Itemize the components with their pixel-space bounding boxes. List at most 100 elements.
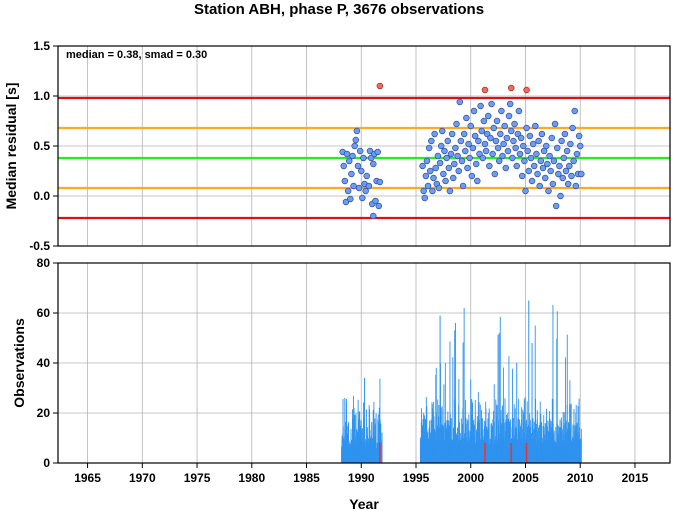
residual-point (498, 107, 505, 115)
residual-point (553, 144, 561, 152)
residual-point (530, 162, 538, 170)
residual-y-tick-label: 0.0 (33, 189, 50, 203)
residual-y-tick-label: 1.0 (33, 89, 50, 103)
x-tick-label: 1975 (184, 471, 211, 485)
residual-point (523, 124, 530, 132)
residual-y-ticks: -0.50.00.51.01.5 (29, 39, 58, 253)
residual-point (505, 112, 513, 120)
residual-point-outlier (376, 82, 384, 90)
residual-point (468, 172, 476, 180)
residual-point (360, 154, 367, 162)
x-tick-label: 1965 (74, 471, 101, 485)
x-tick-label: 2000 (457, 471, 484, 485)
observations-y-tick-label: 40 (37, 356, 51, 370)
residual-point (516, 150, 524, 158)
residual-point (423, 157, 431, 165)
observation-bar-outlier (510, 443, 513, 463)
residual-point (447, 150, 455, 158)
residual-y-axis-label: Median residual [s] (3, 83, 19, 210)
residual-point (551, 120, 559, 128)
residual-point (503, 134, 511, 142)
residual-point (431, 130, 438, 138)
residual-point (356, 147, 364, 155)
residual-point (563, 147, 571, 155)
residual-point (508, 127, 515, 135)
residual-point (482, 147, 490, 155)
residual-point (374, 148, 381, 156)
x-tick-label: 1990 (348, 471, 375, 485)
residual-point (428, 137, 435, 145)
observation-bars (341, 300, 582, 463)
residual-point (454, 152, 461, 160)
residual-point (525, 167, 533, 175)
x-tick-label: 1985 (293, 471, 320, 485)
residual-point (533, 150, 540, 158)
residual-point (560, 154, 568, 162)
residual-point (426, 167, 434, 175)
residual-point (435, 184, 443, 192)
residual-point (534, 170, 541, 178)
residual-point (537, 157, 545, 165)
residual-point (341, 177, 349, 185)
stats-annotation: median = 0.38, smad = 0.30 (66, 49, 207, 61)
residual-point (526, 132, 534, 140)
residual-point (501, 122, 508, 130)
residual-point (500, 140, 507, 148)
residual-point (363, 172, 370, 180)
x-tick-label: 1970 (129, 471, 156, 485)
residual-point (359, 194, 366, 202)
residual-point (520, 142, 527, 150)
residual-point (504, 147, 512, 155)
x-axis-label: Year (349, 496, 379, 511)
residual-point (441, 147, 448, 155)
residual-point (492, 137, 500, 145)
residual-point (466, 154, 473, 162)
residual-point (573, 150, 581, 158)
residual-point (432, 164, 439, 172)
residual-point (510, 137, 517, 145)
residual-point (440, 170, 447, 178)
residual-point (518, 172, 526, 180)
residual-point (487, 134, 494, 142)
residual-point (350, 182, 357, 190)
residual-point (421, 194, 429, 202)
residual-point (548, 134, 556, 142)
residual-point (547, 167, 554, 175)
residual-point (499, 152, 506, 160)
residual-point (513, 162, 520, 170)
observations-y-tick-label: 20 (37, 406, 51, 420)
residual-point (539, 164, 547, 172)
residual-point (439, 127, 446, 135)
residual-point (485, 112, 492, 120)
residual-point (455, 167, 462, 175)
residual-y-tick-label: -0.5 (29, 239, 50, 253)
residual-point (459, 182, 467, 190)
residual-point (572, 182, 580, 190)
x-tick-label: 1995 (403, 471, 430, 485)
residual-point (567, 140, 574, 148)
residual-point (424, 182, 432, 190)
residual-point (545, 187, 552, 195)
residual-y-tick-label: 1.5 (33, 39, 50, 53)
residual-point (343, 150, 351, 158)
residual-point (446, 187, 454, 195)
residual-point (353, 127, 361, 135)
residual-point (562, 167, 570, 175)
residual-point (561, 130, 569, 138)
residual-point (436, 159, 444, 167)
residual-point (535, 137, 542, 145)
x-tick-label: 2005 (512, 471, 539, 485)
residual-point (453, 120, 460, 128)
residual-point (527, 154, 535, 162)
residual-points (339, 82, 585, 220)
residual-point (544, 160, 551, 168)
residual-point (352, 136, 360, 144)
residual-point (494, 144, 502, 152)
residual-point (474, 177, 481, 185)
residual-point (467, 122, 474, 130)
residual-point (481, 140, 489, 148)
residual-point (569, 124, 576, 132)
residual-point (344, 187, 352, 195)
